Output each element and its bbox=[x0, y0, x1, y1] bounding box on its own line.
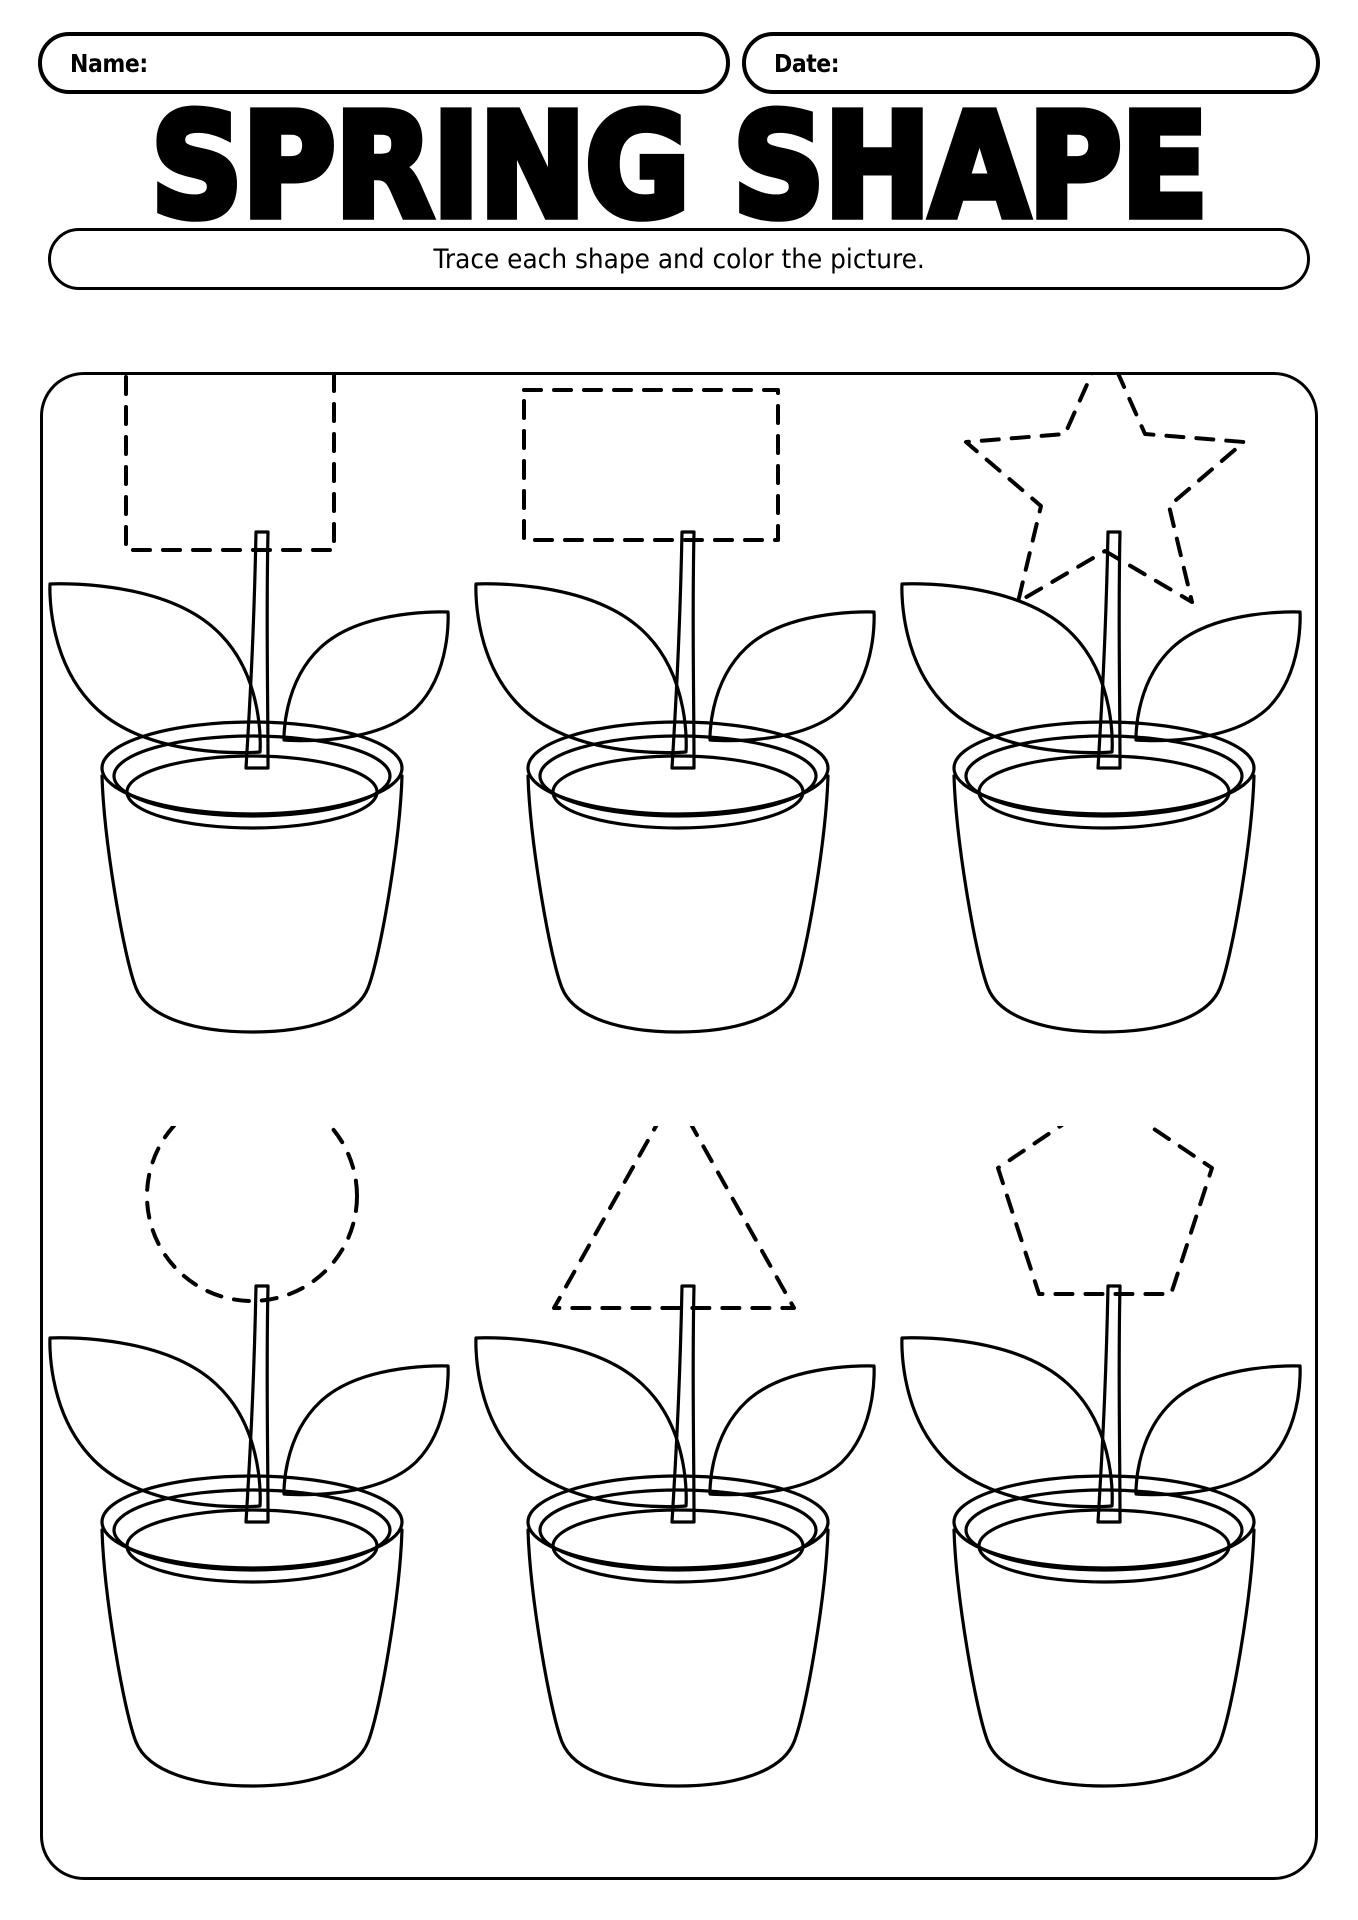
soil-line bbox=[977, 1508, 1231, 1584]
pot-rim-outer bbox=[952, 1474, 1256, 1570]
pentagon-trace-icon bbox=[996, 1126, 1214, 1296]
flower-pot bbox=[100, 1528, 404, 1788]
triangle-trace-icon bbox=[552, 1126, 796, 1310]
instruction-bar: Trace each shape and color the picture. bbox=[48, 228, 1310, 290]
activity-grid bbox=[40, 372, 1318, 1880]
flower-pot bbox=[526, 1528, 830, 1788]
left-leaf bbox=[474, 582, 688, 755]
circle-plant-illustration bbox=[48, 1126, 450, 1788]
stem bbox=[244, 1284, 270, 1524]
soil-line bbox=[125, 1508, 379, 1584]
instruction-text: Trace each shape and color the picture. bbox=[433, 243, 925, 275]
pot-rim-outer bbox=[100, 720, 404, 816]
star-trace-icon bbox=[964, 372, 1246, 604]
date-label: Date: bbox=[774, 48, 840, 78]
stem bbox=[1096, 530, 1122, 770]
right-leaf bbox=[282, 1364, 450, 1497]
flower-pot bbox=[952, 1528, 1256, 1788]
student-info-row: Name: Date: bbox=[38, 32, 1320, 94]
name-field[interactable]: Name: bbox=[38, 32, 730, 94]
activity-cell-rectangle[interactable] bbox=[466, 372, 892, 1126]
left-leaf bbox=[48, 1336, 262, 1509]
activity-cell-triangle[interactable] bbox=[466, 1126, 892, 1880]
name-label: Name: bbox=[70, 48, 148, 78]
activity-cell-square[interactable] bbox=[40, 372, 466, 1126]
activity-cell-star[interactable] bbox=[892, 372, 1318, 1126]
pot-rim-outer bbox=[526, 1474, 830, 1570]
square-trace-icon bbox=[124, 372, 336, 552]
flower-pot bbox=[100, 774, 404, 1034]
left-leaf bbox=[474, 1336, 688, 1509]
stem bbox=[244, 530, 270, 770]
pot-rim-inner bbox=[538, 734, 818, 818]
pot-rim-inner bbox=[964, 1488, 1244, 1572]
right-leaf bbox=[1134, 610, 1302, 743]
circle-trace-icon bbox=[145, 1126, 359, 1303]
star-plant-illustration bbox=[900, 372, 1302, 1034]
pot-rim-inner bbox=[112, 734, 392, 818]
pentagon-plant-illustration bbox=[900, 1126, 1302, 1788]
soil-line bbox=[125, 754, 379, 830]
triangle-plant-illustration bbox=[474, 1126, 876, 1788]
date-field[interactable]: Date: bbox=[742, 32, 1320, 94]
left-leaf bbox=[900, 1336, 1114, 1509]
stem bbox=[670, 1284, 696, 1524]
rectangle-trace-icon bbox=[522, 388, 780, 542]
soil-line bbox=[551, 754, 805, 830]
right-leaf bbox=[708, 1364, 876, 1497]
pot-rim-inner bbox=[112, 1488, 392, 1572]
soil-line bbox=[977, 754, 1231, 830]
left-leaf bbox=[900, 582, 1114, 755]
right-leaf bbox=[708, 610, 876, 743]
right-leaf bbox=[1134, 1364, 1302, 1497]
page-title: SPRING SHAPE bbox=[147, 83, 1212, 251]
activity-cell-pentagon[interactable] bbox=[892, 1126, 1318, 1880]
stem bbox=[670, 530, 696, 770]
pot-rim-outer bbox=[952, 720, 1256, 816]
pot-rim-outer bbox=[526, 720, 830, 816]
rectangle-plant-illustration bbox=[474, 388, 876, 1034]
flower-pot bbox=[952, 774, 1256, 1034]
pot-rim-outer bbox=[100, 1474, 404, 1570]
square-plant-illustration bbox=[48, 372, 450, 1034]
pot-rim-inner bbox=[964, 734, 1244, 818]
flower-pot bbox=[526, 774, 830, 1034]
pot-rim-inner bbox=[538, 1488, 818, 1572]
stem bbox=[1096, 1284, 1122, 1524]
soil-line bbox=[551, 1508, 805, 1584]
left-leaf bbox=[48, 582, 262, 755]
activity-cell-circle[interactable] bbox=[40, 1126, 466, 1880]
right-leaf bbox=[282, 610, 450, 743]
